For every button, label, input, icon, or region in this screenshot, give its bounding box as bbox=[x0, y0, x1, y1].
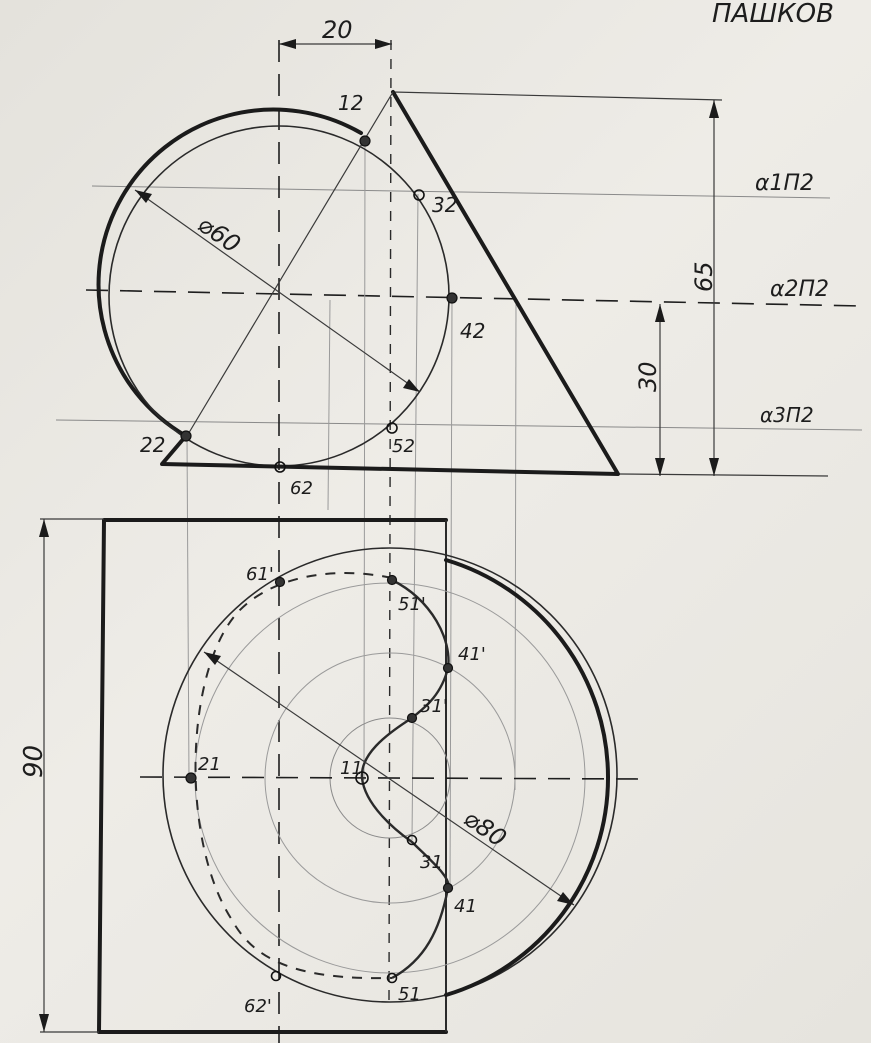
cone-outline bbox=[160, 90, 620, 476]
proj-line-aux bbox=[327, 299, 331, 511]
dim-80-arrow-a bbox=[204, 652, 221, 665]
dim-65-arrow-bottom bbox=[709, 458, 719, 476]
apex-extension-line bbox=[392, 91, 723, 101]
sphere-outline-bold bbox=[96, 107, 363, 438]
plan-label-4b: 41 bbox=[454, 896, 477, 917]
plane-line-alpha2 bbox=[85, 289, 863, 307]
front-label-6: 62 bbox=[290, 478, 313, 499]
dim-30-arrow-bottom bbox=[655, 458, 665, 476]
front-label-2: 22 bbox=[140, 433, 165, 457]
plane-line-alpha3 bbox=[55, 419, 863, 431]
plan-horizontal-axis bbox=[139, 776, 641, 780]
plan-label-1: 11 bbox=[340, 758, 363, 779]
plan-point-5a bbox=[386, 574, 398, 586]
plan-point-4b bbox=[442, 882, 454, 894]
front-point-4 bbox=[446, 292, 458, 304]
plan-label-6b: 62' bbox=[244, 996, 272, 1017]
dim-arrow-left bbox=[279, 39, 296, 49]
dim-30-label: 30 bbox=[634, 361, 662, 392]
header-text: ПАШКОВ bbox=[712, 0, 834, 29]
plane-label-alpha3: α3Π2 bbox=[760, 403, 814, 427]
plane-label-alpha1: α1Π2 bbox=[755, 171, 814, 196]
plane-label-alpha2: α2Π2 bbox=[770, 277, 829, 302]
proj-line-4 bbox=[449, 297, 453, 891]
plan-point-6b bbox=[270, 970, 282, 982]
front-point-2 bbox=[180, 430, 192, 442]
plan-point-5b bbox=[386, 972, 398, 984]
dim-80-label: ⌀80 bbox=[459, 804, 512, 853]
dim-65-label: 65 bbox=[690, 261, 718, 292]
dim-65-arrow-top bbox=[709, 100, 719, 118]
front-point-3 bbox=[413, 189, 425, 201]
front-label-4: 42 bbox=[460, 319, 485, 343]
plan-label-6a: 61' bbox=[246, 564, 274, 585]
dim-90-arrow-bottom bbox=[39, 1014, 49, 1032]
dim-60-line bbox=[134, 189, 421, 393]
dim-arrow-right bbox=[375, 39, 392, 49]
cone-left-generator bbox=[186, 91, 394, 437]
dim-90-label: 90 bbox=[19, 745, 49, 778]
plan-label-2: 21 bbox=[198, 754, 221, 775]
base-extension-line bbox=[619, 473, 829, 477]
dim-60-arrow-a bbox=[135, 190, 152, 203]
sphere-section-dashed bbox=[194, 572, 393, 980]
plan-point-3b bbox=[406, 834, 418, 846]
front-point-5 bbox=[386, 422, 398, 434]
front-label-1: 12 bbox=[338, 91, 363, 115]
dim-80-line bbox=[203, 651, 575, 906]
proj-line-2 bbox=[186, 435, 190, 781]
plan-label-5a: 51' bbox=[398, 594, 426, 615]
plan-label-3a: 31' bbox=[420, 696, 448, 717]
front-point-1 bbox=[359, 135, 371, 147]
plan-label-3b: 31 bbox=[420, 852, 443, 873]
plan-label-5b: 51 bbox=[398, 984, 421, 1005]
plan-point-4a bbox=[442, 662, 454, 674]
dim-60-arrow-b bbox=[403, 379, 420, 392]
dim-80-arrow-b bbox=[557, 892, 574, 905]
proj-line-1 bbox=[363, 139, 366, 781]
base-circle bbox=[162, 547, 618, 1003]
proj-line-3 bbox=[411, 193, 419, 841]
plan-point-6a bbox=[274, 576, 286, 588]
dim-90-arrow-top bbox=[39, 519, 49, 537]
front-label-3: 32 bbox=[432, 193, 457, 217]
front-label-5: 52 bbox=[392, 436, 415, 457]
dim-30-arrow-top bbox=[655, 304, 665, 322]
square-outline bbox=[97, 518, 448, 1034]
front-point-6 bbox=[274, 461, 286, 473]
plan-label-4a: 41' bbox=[458, 644, 486, 665]
plane-line-alpha1 bbox=[91, 185, 831, 199]
proj-line-cone bbox=[514, 299, 517, 791]
dim-60-label: ⌀60 bbox=[193, 210, 246, 259]
base-circle-bold-arc bbox=[444, 558, 610, 997]
plan-point-2 bbox=[185, 772, 197, 784]
plan-point-3a bbox=[406, 712, 418, 724]
intersection-curve bbox=[360, 578, 450, 980]
dim-20-label: 20 bbox=[322, 16, 353, 44]
plan-point-1 bbox=[355, 771, 369, 785]
